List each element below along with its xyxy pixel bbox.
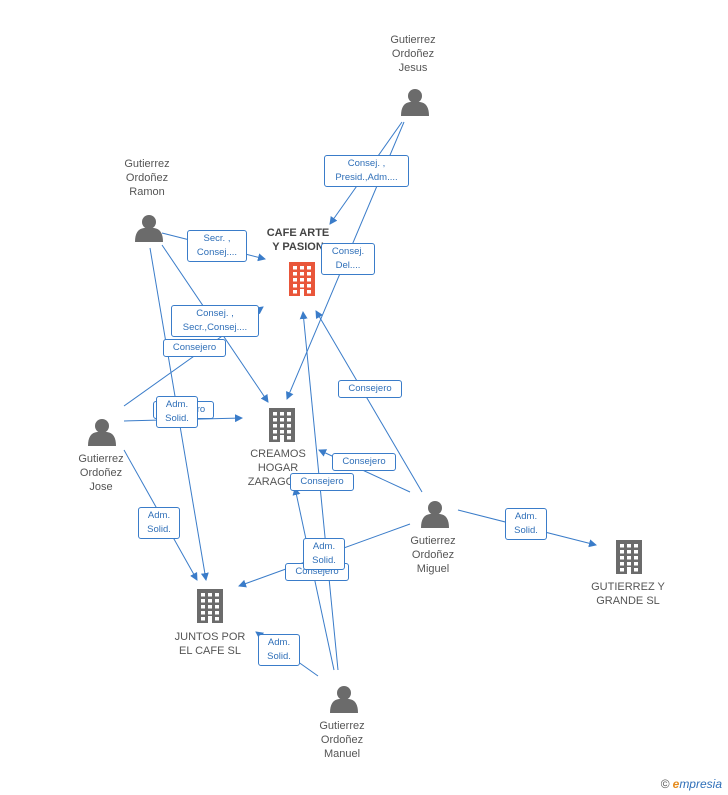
person-icon-jesus[interactable]: [401, 89, 429, 116]
icons-layer: [88, 89, 642, 713]
edge-label-jose-juntos: Adm. Solid.: [138, 507, 180, 539]
brand-initial: e: [672, 777, 680, 791]
node-label-gyg: GUTIERREZ Y GRANDE SL: [591, 581, 665, 607]
building-icon-creamos[interactable]: [269, 408, 295, 442]
building-icon-cafe[interactable]: [289, 262, 315, 296]
node-label-manuel: Gutierrez Ordoñez Manuel: [319, 720, 365, 760]
edge-miguel-cafe: [315, 310, 423, 493]
empresia-brand[interactable]: ©empresia: [661, 777, 722, 791]
person-icon-manuel[interactable]: [330, 686, 358, 713]
person-icon-ramon[interactable]: [135, 215, 163, 242]
edge-label-jesus-cafe: Consej. , Presid.,Adm....: [324, 155, 409, 187]
edge-label-miguel-creamos: Consejero: [332, 453, 396, 471]
edge-label-jesus-creamos: Consej. Del....: [321, 243, 375, 275]
copyright-symbol: ©: [660, 777, 670, 791]
node-label-juntos: JUNTOS POR EL CAFE SL: [174, 631, 246, 657]
edge-label-jose-creamos-a: Adm. Solid.: [156, 396, 198, 428]
person-icon-miguel[interactable]: [421, 501, 449, 528]
node-label-cafe: CAFE ARTE Y PASION: [266, 227, 330, 253]
edge-label-manuel-juntos: Adm. Solid.: [258, 634, 300, 666]
building-icon-gyg[interactable]: [616, 540, 642, 574]
edge-label-miguel-gyg: Adm. Solid.: [505, 508, 547, 540]
edge-manuel-cafe: [299, 311, 339, 671]
building-icon-juntos[interactable]: [197, 589, 223, 623]
brand-name: mpresia: [679, 777, 722, 791]
edge-label-ramon-creamos: Consej. , Secr.,Consej....: [171, 305, 259, 337]
node-label-jesus: Gutierrez Ordoñez Jesus: [390, 34, 436, 74]
edge-label-miguel-cafe: Consejero: [338, 380, 402, 398]
edge-label-ramon-cafe: Secr. , Consej....: [187, 230, 247, 262]
edge-label-jose-cafe: Consejero: [163, 339, 226, 357]
node-label-ramon: Gutierrez Ordoñez Ramon: [124, 158, 170, 198]
edge-label-manuel-cafe: Consejero: [290, 473, 354, 491]
person-icon-jose[interactable]: [88, 419, 116, 446]
node-label-jose: Gutierrez Ordoñez Jose: [78, 453, 124, 493]
edge-label-miguel-juntos-a: Adm. Solid.: [303, 538, 345, 570]
node-label-miguel: Gutierrez Ordoñez Miguel: [410, 535, 456, 575]
